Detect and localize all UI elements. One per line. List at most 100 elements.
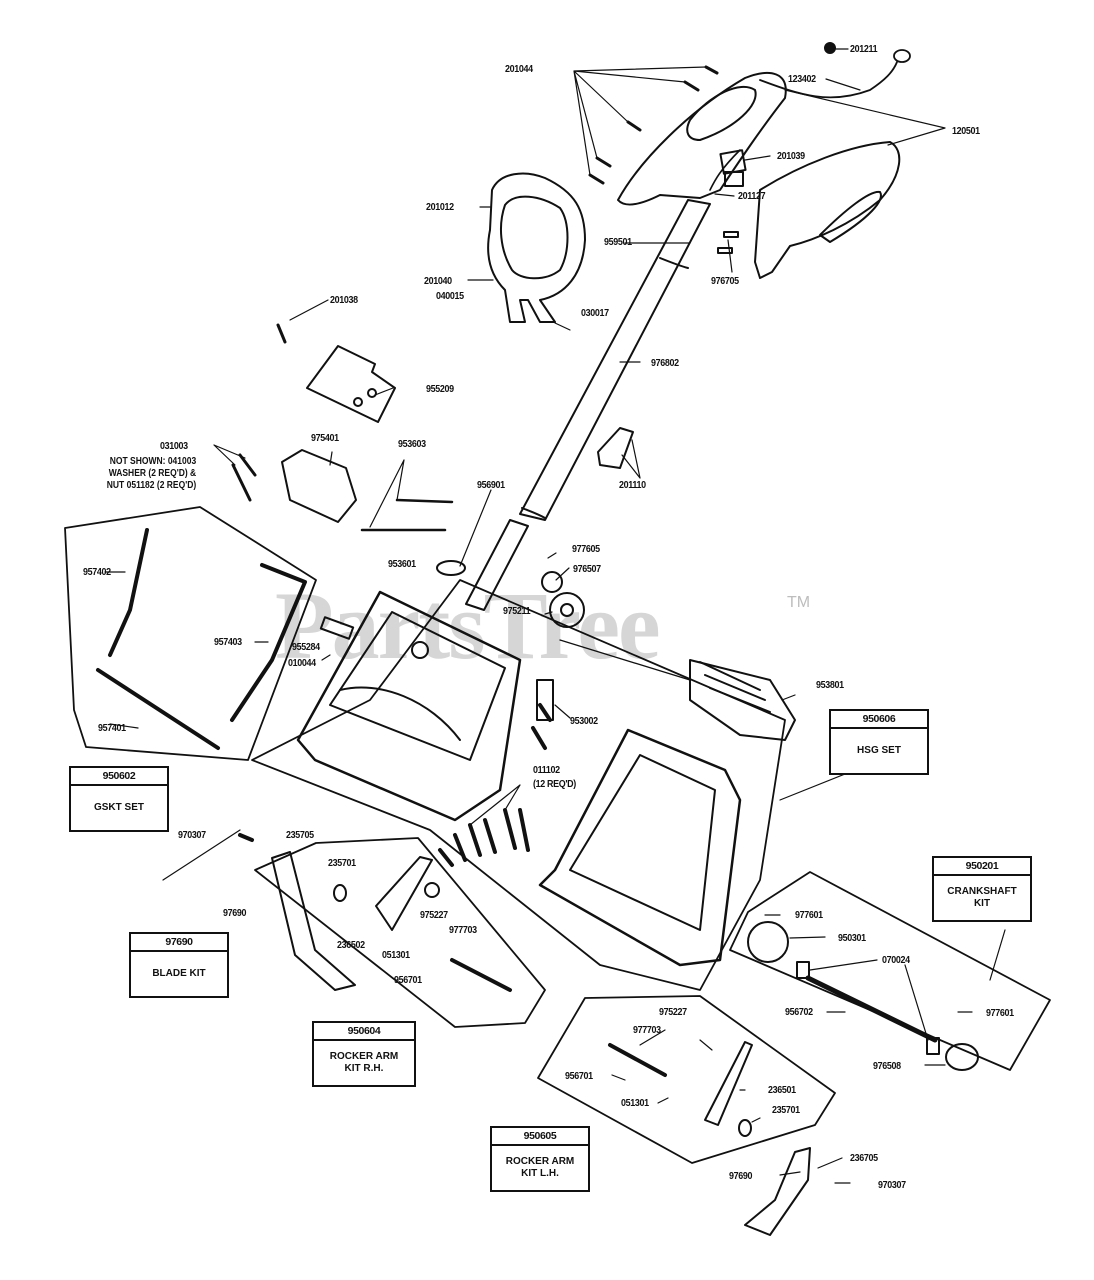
part-label-051301-lh[interactable]: 051301 [621, 1097, 649, 1109]
kit-box-rocker-arm-rh[interactable]: 950604 ROCKER ARM KIT R.H. [312, 1021, 416, 1087]
kit-box-rocker-arm-lh[interactable]: 950605 ROCKER ARM KIT L.H. [490, 1126, 590, 1192]
part-label-956702[interactable]: 956702 [785, 1006, 813, 1018]
kit-number: 97690 [131, 934, 227, 952]
kit-name: BLADE KIT [152, 968, 206, 979]
part-label-236502[interactable]: 236502 [337, 939, 365, 951]
cord-123402 [709, 49, 911, 191]
part-label-97690-rh[interactable]: 97690 [223, 907, 247, 919]
part-label-959501[interactable]: 959501 [604, 236, 632, 248]
part-label-976508[interactable]: 976508 [873, 1060, 901, 1072]
cam-976508 [945, 1043, 979, 1071]
washer-235701-rh [333, 884, 347, 902]
part-label-976507[interactable]: 976507 [573, 563, 601, 575]
part-label-040015[interactable]: 040015 [436, 290, 464, 302]
shaft-956701-lh [608, 1043, 667, 1077]
part-label-201044[interactable]: 201044 [505, 63, 533, 75]
part-label-011102[interactable]: 011102 [533, 764, 560, 776]
part-label-975227-lh[interactable]: 975227 [659, 1006, 687, 1018]
part-label-953801[interactable]: 953801 [816, 679, 844, 691]
handle-tube-959501-976802 [519, 199, 711, 521]
gasket-957402 [108, 528, 149, 657]
kit-name: GSKT SET [93, 802, 144, 813]
gasket-957403 [230, 563, 307, 722]
part-label-970307-lh[interactable]: 970307 [878, 1179, 906, 1191]
part-label-051301-rh[interactable]: 051301 [382, 949, 410, 961]
part-label-950301[interactable]: 950301 [838, 932, 866, 944]
part-label-977601-a[interactable]: 977601 [795, 909, 823, 921]
kit-number: 950605 [492, 1128, 588, 1146]
part-label-976705[interactable]: 976705 [711, 275, 739, 287]
part-label-97690-lh[interactable]: 97690 [729, 1170, 753, 1182]
tube-953002 [536, 679, 554, 721]
shaft-956701-rh [450, 958, 512, 992]
part-label-977703-lh[interactable]: 977703 [633, 1024, 661, 1036]
part-label-236501[interactable]: 236501 [768, 1084, 796, 1096]
bushing-975227-rh [424, 882, 440, 898]
part-label-955209[interactable]: 955209 [426, 383, 454, 395]
part-label-953002[interactable]: 953002 [570, 715, 598, 727]
kit-name: ROCKER ARM KIT L.H. [505, 1156, 575, 1179]
kit-number: 950201 [934, 858, 1030, 876]
part-label-953603[interactable]: 953603 [398, 438, 426, 450]
lower-tube-956901 [465, 519, 529, 611]
part-label-235705[interactable]: 235705 [286, 829, 314, 841]
part-label-970307-rh[interactable]: 970307 [178, 829, 206, 841]
part-label-956701-lh[interactable]: 956701 [565, 1070, 593, 1082]
part-label-957401[interactable]: 957401 [98, 722, 126, 734]
part-label-957402[interactable]: 957402 [83, 566, 111, 578]
rocker-arm-lh-outline [537, 995, 836, 1164]
arm-236501 [704, 1041, 753, 1126]
part-label-975401[interactable]: 975401 [311, 432, 339, 444]
part-label-977601-b[interactable]: 977601 [986, 1007, 1014, 1019]
screws-011102 [438, 703, 552, 867]
part-label-031003[interactable]: 031003 [160, 440, 188, 452]
kit-box-blade-kit[interactable]: 97690 BLADE KIT [129, 932, 229, 998]
part-label-030017[interactable]: 030017 [581, 307, 609, 319]
switch-201039 [719, 149, 747, 187]
part-label-977703-rh[interactable]: 977703 [449, 924, 477, 936]
kit-box-crankshaft-kit[interactable]: 950201 CRANKSHAFT KIT [932, 856, 1032, 922]
part-label-201039[interactable]: 201039 [777, 150, 805, 162]
rods-953603 [360, 498, 454, 532]
part-955284 [319, 616, 355, 640]
part-label-201211[interactable]: 201211 [850, 43, 878, 55]
grommet-201211 [824, 42, 836, 54]
part-label-236705-lh[interactable]: 236705 [850, 1152, 878, 1164]
crankshaft-956702 [805, 975, 938, 1043]
part-label-235701-rh[interactable]: 235701 [328, 857, 356, 869]
bolt-970307-rh [238, 833, 254, 842]
part-label-956701-rh[interactable]: 956701 [394, 974, 422, 986]
kit-number: 950604 [314, 1023, 414, 1041]
part-label-956901[interactable]: 956901 [477, 479, 505, 491]
pins-976705 [717, 231, 739, 254]
part-label-010044[interactable]: 010044 [288, 657, 316, 669]
plate-955209 [306, 345, 396, 423]
part-label-977605[interactable]: 977605 [572, 543, 600, 555]
part-label-235701-lh[interactable]: 235701 [772, 1104, 800, 1116]
part-label-123402[interactable]: 123402 [788, 73, 816, 85]
part-label-957403[interactable]: 957403 [214, 636, 242, 648]
part-label-976802[interactable]: 976802 [651, 357, 679, 369]
part-label-070024[interactable]: 070024 [882, 954, 910, 966]
part-label-201110[interactable]: 201110 [619, 479, 646, 491]
washer-235701-lh [738, 1119, 752, 1137]
part-label-201012[interactable]: 201012 [426, 201, 454, 213]
kit-box-housing-set[interactable]: 950606 HSG SET [829, 709, 929, 775]
watermark-trademark: TM [787, 594, 811, 611]
housing-set-outline [251, 579, 786, 991]
kit-number: 950606 [831, 711, 927, 729]
not-shown-note: NOT SHOWN: 041003 WASHER (2 REQ'D) & NUT… [106, 456, 196, 491]
part-label-201127[interactable]: 201127 [738, 190, 766, 202]
part-label-120501[interactable]: 120501 [952, 125, 980, 137]
seal-956901 [436, 560, 466, 576]
part-label-201040[interactable]: 201040 [424, 275, 452, 287]
part-label-953601[interactable]: 953601 [388, 558, 416, 570]
part-label-955284[interactable]: 955284 [292, 641, 320, 653]
kit-box-gasket-set[interactable]: 950602 GSKT SET [69, 766, 169, 832]
part-label-975227-rh[interactable]: 975227 [420, 909, 448, 921]
kit-name: HSG SET [857, 745, 901, 756]
part-label-975211[interactable]: 975211 [503, 605, 531, 617]
right-housing [538, 728, 742, 967]
part-label-201038[interactable]: 201038 [330, 294, 358, 306]
